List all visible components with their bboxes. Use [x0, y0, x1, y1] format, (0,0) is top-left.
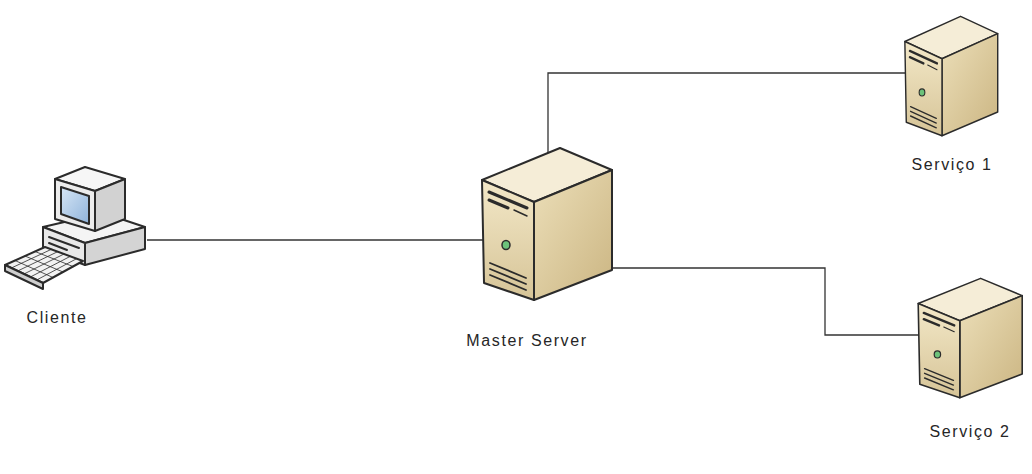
tower-side [960, 296, 1022, 398]
keyboard-keys [11, 249, 51, 268]
tower-side [942, 34, 998, 136]
monitor-side [95, 179, 125, 231]
connector-line [600, 268, 919, 335]
server-icon [915, 276, 1027, 400]
power-led [934, 351, 940, 358]
drive-slot [924, 313, 954, 326]
vent-line [925, 378, 954, 390]
node-label: Cliente [26, 309, 87, 327]
keyboard-keys [37, 259, 77, 280]
server-tower: Master Server [478, 145, 618, 303]
drive-slot [49, 237, 79, 248]
drive-slot [910, 57, 924, 63]
tower-front [918, 303, 960, 397]
server-icon [902, 14, 1002, 138]
drive-slot [489, 200, 508, 208]
server-tower: Serviço 1 [902, 14, 1002, 138]
client-computer: Cliente [5, 165, 147, 290]
keyboard-edge [5, 265, 43, 289]
node-label: Serviço 2 [929, 423, 1010, 441]
server-tower: Serviço 2 [915, 276, 1027, 400]
keyboard-keys [24, 254, 64, 274]
power-led [502, 241, 510, 250]
tower-front [482, 180, 534, 300]
keyboard-keys [30, 256, 70, 277]
node-label: Master Server [466, 332, 587, 350]
drive-slot [910, 51, 937, 64]
computer-icon [5, 165, 147, 290]
drive-slot [928, 65, 937, 70]
tower-side [534, 170, 612, 300]
drive-slot [924, 319, 939, 325]
vent-line [490, 275, 526, 290]
vent-line [911, 116, 937, 128]
node-label: Serviço 1 [911, 156, 992, 174]
drive-slot [514, 210, 527, 216]
case-side [85, 227, 145, 265]
monitor-front [55, 179, 95, 231]
drive-slot [944, 327, 954, 332]
connector-line [548, 73, 905, 155]
monitor-screen [61, 187, 89, 224]
keyboard-keys [18, 252, 58, 271]
tower-front [905, 41, 942, 135]
power-led [919, 89, 925, 96]
server-icon [478, 145, 618, 303]
drive-slot [489, 192, 527, 208]
connector-line [147, 239, 483, 240]
